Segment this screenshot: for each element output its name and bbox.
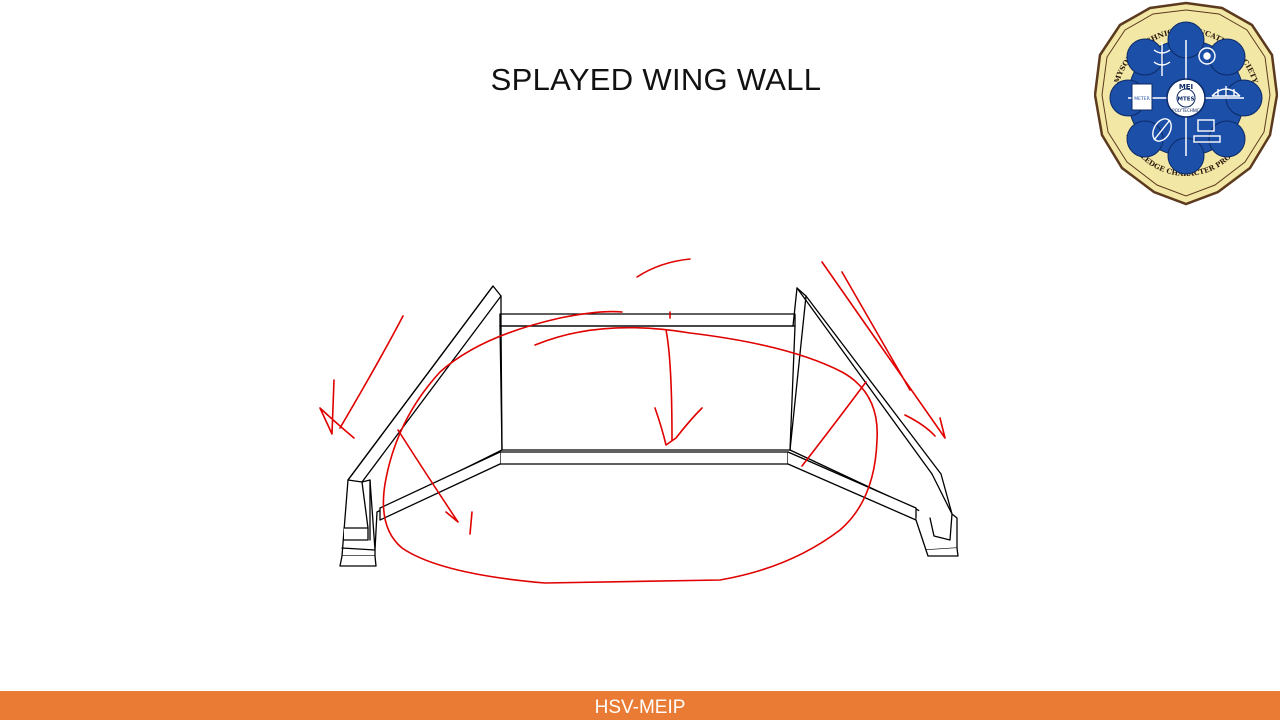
logo-meter-label: METER — [1134, 96, 1149, 102]
institution-emblem-icon: MYSORE TECHNICAL EDUCATION SOCIETY KNOWL… — [1094, 1, 1278, 206]
splayed-wing-wall-drawing — [339, 285, 959, 567]
logo-center-bottom: POLYTECHNIC — [1172, 108, 1200, 113]
slide-title: SPLAYED WING WALL — [490, 62, 822, 97]
logo-center-mid: MTES — [1178, 97, 1195, 103]
footer-text: HSV-MEIP — [594, 697, 686, 718]
footer-bar: HSV-MEIP — [0, 691, 1280, 720]
logo-center-top: MEI — [1179, 83, 1193, 91]
